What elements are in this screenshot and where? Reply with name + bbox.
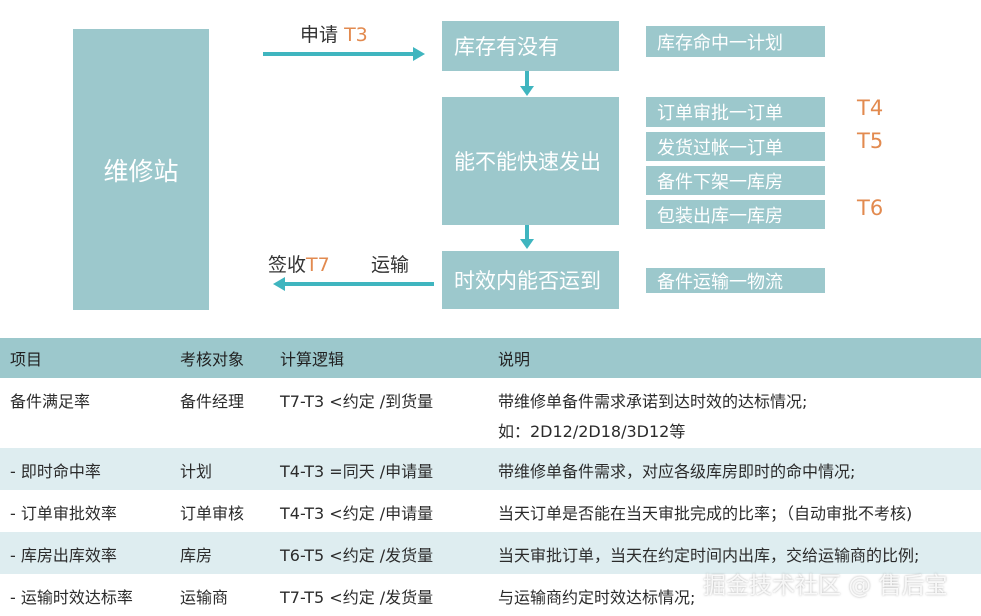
t6-label: T6: [857, 196, 884, 220]
watermark: 掘金技术社区 @ 售后宝: [703, 573, 948, 599]
main-box-label: 能不能快速发出: [454, 150, 601, 174]
cell-item: - 库房出库效率: [0, 532, 180, 574]
cell-target: 订单审核: [180, 504, 245, 523]
main-box-label: 库存有没有: [454, 35, 559, 59]
cell-target: 运输商: [180, 588, 229, 607]
sub-box: 库存命中一计划: [646, 26, 825, 57]
request-text: 申请: [300, 24, 339, 46]
down-arrow-2: [525, 225, 529, 239]
return-arrow: [285, 282, 434, 286]
main-box-label: 时效内能否运到: [454, 269, 601, 293]
cell-desc: 当天订单是否能在当天审批完成的比率；（自动审批不考核): [498, 504, 913, 523]
header-target: 考核对象: [180, 338, 280, 378]
main-box-deliver: 时效内能否运到: [442, 251, 619, 309]
cell-target: 备件经理: [180, 392, 245, 411]
sub-box: 发货过帐一订单: [646, 132, 825, 161]
request-arrow-head-icon: [413, 47, 425, 61]
table-row: - 库房出库效率 库房 T6-T5 <约定 /发货量 当天审批订单，当天在约定时…: [0, 532, 981, 574]
cell-desc: 带维修单备件需求承诺到达时效的达标情况; 如：2D12/2D18/3D12等: [498, 378, 981, 448]
cell-logic: T4-T3 =同天 /申请量: [280, 448, 498, 490]
header-desc: 说明: [498, 338, 981, 378]
sign-text: 签收: [268, 254, 307, 276]
down-arrow-head-icon: [520, 86, 534, 96]
sub-box: 备件运输一物流: [646, 268, 825, 293]
sign-label: 签收T7: [268, 250, 330, 277]
cell-desc: 与运输商约定时效达标情况;: [498, 588, 696, 607]
sub-box-label: 包装出库一库房: [657, 205, 783, 227]
cell-logic: T7-T3 <约定 /到货量: [280, 392, 434, 411]
desc-line: 带维修单备件需求承诺到达时效的达标情况;: [498, 392, 808, 411]
t4-label: T4: [857, 96, 884, 120]
cell-logic: T7-T5 <约定 /发货量: [280, 588, 434, 607]
down-arrow-1: [525, 71, 529, 87]
cell-item: 备件满足率: [10, 392, 91, 411]
header-logic: 计算逻辑: [280, 338, 498, 378]
cell-target: 计划: [180, 448, 280, 490]
cell-desc: 当天审批订单，当天在约定时间内出库，交给运输商的比例;: [498, 532, 981, 574]
sub-box-label: 备件运输一物流: [657, 271, 783, 293]
table-row: - 运输时效达标率 运输商 T7-T5 <约定 /发货量 与运输商约定时效达标情…: [0, 574, 981, 616]
table-row: - 即时命中率 计划 T4-T3 =同天 /申请量 带维修单备件需求，对应各级库…: [0, 448, 981, 490]
sub-box-label: 库存命中一计划: [657, 32, 783, 54]
cell-item: - 即时命中率: [0, 448, 180, 490]
sub-box-label: 备件下架一库房: [657, 171, 783, 193]
transport-label: 运输: [371, 254, 410, 276]
table-row: 备件满足率 备件经理 T7-T3 <约定 /到货量 带维修单备件需求承诺到达时效…: [0, 378, 981, 448]
desc-line: 如：2D12/2D18/3D12等: [498, 422, 686, 441]
cell-item: - 运输时效达标率: [10, 588, 133, 607]
sub-box: 备件下架一库房: [646, 166, 825, 195]
sub-box: 包装出库一库房: [646, 200, 825, 229]
kpi-table: 项目 考核对象 计算逻辑 说明 备件满足率 备件经理 T7-T3 <约定 /到货…: [0, 338, 981, 616]
down-arrow-head-icon: [520, 239, 534, 249]
t7-label: T7: [306, 254, 330, 276]
repair-station-label: 维修站: [103, 156, 179, 186]
table-row: - 订单审批效率 订单审核 T4-T3 <约定 /申请量 当天订单是否能在当天审…: [0, 490, 981, 532]
request-label: 申请 T3: [300, 20, 368, 47]
main-box-stock: 库存有没有: [442, 21, 619, 71]
cell-desc: 带维修单备件需求，对应各级库房即时的命中情况;: [498, 448, 981, 490]
request-arrow: [263, 52, 415, 56]
cell-logic: T4-T3 <约定 /申请量: [280, 504, 434, 523]
sub-box: 订单审批一订单: [646, 97, 825, 127]
t5-label: T5: [857, 129, 884, 153]
repair-station-box: 维修站: [73, 29, 209, 310]
header-item: 项目: [0, 338, 180, 378]
return-arrow-head-icon: [273, 277, 285, 291]
t3-label: T3: [344, 24, 368, 46]
cell-logic: T6-T5 <约定 /发货量: [280, 532, 498, 574]
table-header-row: 项目 考核对象 计算逻辑 说明: [0, 338, 981, 378]
cell-item: - 订单审批效率: [10, 504, 117, 523]
sub-box-label: 发货过帐一订单: [657, 137, 783, 159]
cell-target: 库房: [180, 532, 280, 574]
main-box-ship: 能不能快速发出: [442, 97, 619, 225]
sub-box-label: 订单审批一订单: [657, 103, 783, 124]
